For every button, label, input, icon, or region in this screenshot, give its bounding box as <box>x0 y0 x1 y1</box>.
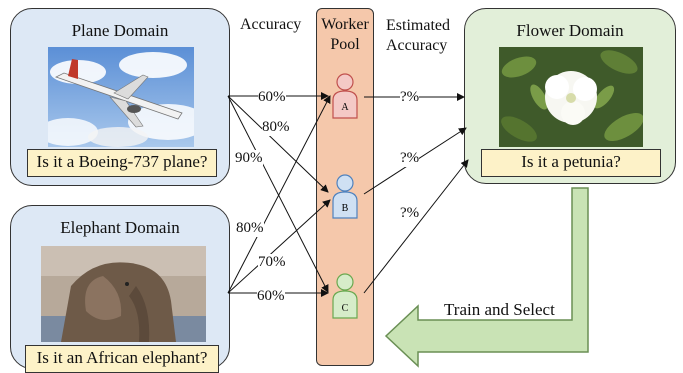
worker-c-label: C <box>342 303 349 314</box>
accuracy-header: Accuracy <box>240 16 302 33</box>
plane-domain-box: Plane Domain Is it a Boeing-737 plane? <box>10 8 230 186</box>
worker-a-label: A <box>341 102 349 113</box>
estimated-accuracy-line2: Accuracy <box>386 37 448 54</box>
plane-photo <box>48 47 194 147</box>
worker-b-head <box>336 174 354 192</box>
worker-a <box>332 73 358 119</box>
est-acc-c-label: ?% <box>400 205 420 222</box>
plane-question: Is it a Boeing-737 plane? <box>27 149 217 177</box>
train-select-arrow <box>384 187 589 368</box>
flower-domain-box: Flower Domain Is it a petunia? <box>464 8 676 184</box>
edge-plane-c <box>227 95 329 293</box>
plane-acc-b-label: 80% <box>262 119 290 136</box>
worker-pool-label-line1: Worker <box>321 16 369 33</box>
flower-question: Is it a petunia? <box>481 149 661 177</box>
worker-pool-label: Worker Pool <box>317 15 373 55</box>
worker-a-body <box>332 90 358 119</box>
worker-a-head <box>336 73 354 91</box>
edge-elephant-a <box>227 95 331 294</box>
elephant-question: Is it an African elephant? <box>25 345 219 373</box>
worker-c-head <box>336 273 354 291</box>
elephant-acc-a-label: 80% <box>236 220 264 237</box>
elephant-acc-b-label: 70% <box>258 254 286 271</box>
elephant-photo <box>41 246 206 342</box>
plane-domain-title: Plane Domain <box>71 21 169 40</box>
plane-acc-a-label: 60% <box>258 89 286 106</box>
flower-photo <box>499 47 643 147</box>
worker-b <box>332 174 358 219</box>
estimated-accuracy-line1: Estimated <box>386 17 450 34</box>
worker-c <box>332 273 358 319</box>
flower-domain-title: Flower Domain <box>516 21 624 40</box>
est-acc-b-label: ?% <box>400 150 420 167</box>
elephant-domain-title: Elephant Domain <box>60 218 180 237</box>
worker-pool-label-line2: Pool <box>330 36 360 53</box>
elephant-acc-c-label: 60% <box>257 288 285 305</box>
worker-c-body <box>332 290 358 319</box>
plane-acc-c-label: 90% <box>235 150 263 167</box>
train-select-label: Train and Select <box>444 300 555 319</box>
elephant-domain-box: Elephant Domain Is it an African elephan… <box>10 205 230 373</box>
edge-est-c <box>363 159 469 294</box>
edge-plane-b <box>227 95 329 193</box>
worker-b-label: B <box>342 203 349 214</box>
worker-b-body <box>332 191 358 219</box>
estimated-accuracy-header: Estimated Accuracy <box>386 16 450 56</box>
est-acc-a-label: ?% <box>400 89 420 106</box>
edge-elephant-b <box>227 199 331 294</box>
